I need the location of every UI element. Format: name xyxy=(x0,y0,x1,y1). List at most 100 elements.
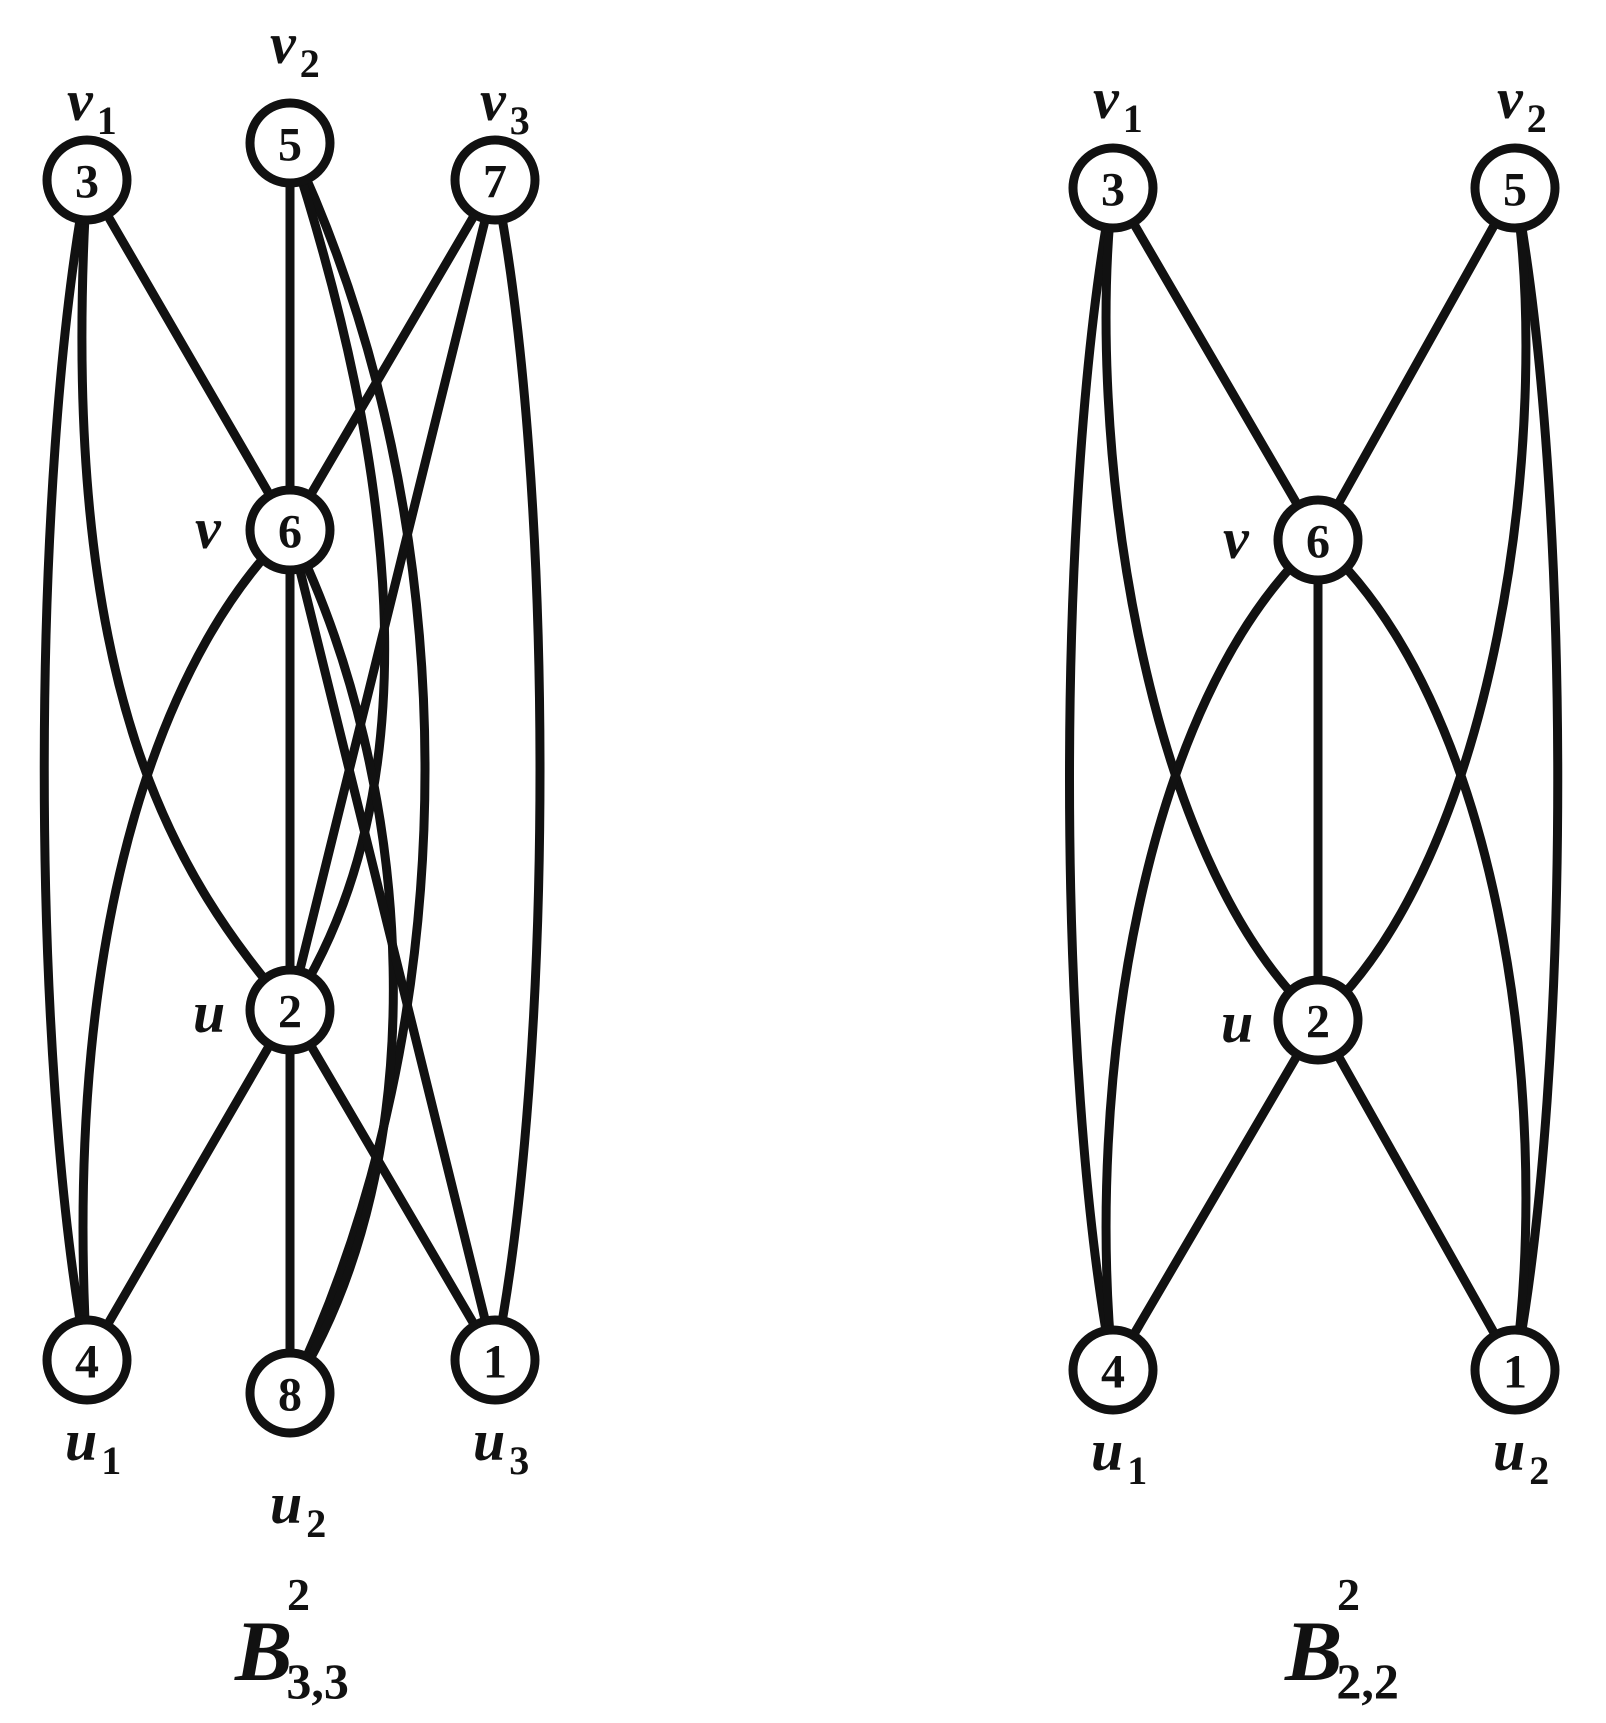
label-letter: v xyxy=(195,496,222,561)
graph2-edge-u2-u xyxy=(1313,1015,1520,1375)
label-subscript: 1 xyxy=(1123,96,1143,141)
label-subscript: 2 xyxy=(306,1501,326,1546)
graph2-vertex-u1: 4 xyxy=(1068,1325,1158,1415)
vertex-circle xyxy=(42,135,132,225)
vertex-circle xyxy=(1273,975,1363,1065)
vertex-number: 3 xyxy=(75,156,99,209)
graph1-edge-v2-u xyxy=(285,138,390,1015)
graph2-label-u: u xyxy=(1221,990,1253,1055)
vertex-circle xyxy=(245,1348,335,1438)
graph2-vertex-u: 2 xyxy=(1273,975,1363,1065)
graph2-title: B2,2 xyxy=(1284,1603,1399,1709)
graph2-edge-v1-u xyxy=(1101,183,1323,1025)
graph1-edge-v1-u1 xyxy=(39,175,92,1365)
vertex-number: 7 xyxy=(483,156,507,209)
graph1-label-v: v xyxy=(195,496,222,561)
label-letter: u xyxy=(473,1408,505,1473)
vertex-number: 2 xyxy=(278,986,302,1039)
label-letter: u xyxy=(1091,1418,1123,1483)
vertex-circle xyxy=(450,1315,540,1405)
graph1-edge-v3-u3 xyxy=(490,175,545,1365)
graph2-title-superscript: 2 xyxy=(1337,1569,1360,1620)
vertex-circle xyxy=(245,485,335,575)
graph2-edge-u1-u xyxy=(1108,1015,1323,1375)
graph1-vertex-u: 2 xyxy=(245,965,335,1055)
graph2-edge-v-u2 xyxy=(1313,535,1531,1375)
label-letter: v xyxy=(1223,506,1250,571)
vertex-circle xyxy=(1068,143,1158,233)
vertex-number: 4 xyxy=(1101,1346,1125,1399)
vertex-circle xyxy=(245,98,335,188)
graph1-vertex-v3: 7 xyxy=(450,135,540,225)
vertex-number: 5 xyxy=(1503,164,1527,217)
graph2-vertex-v2: 5 xyxy=(1470,143,1560,233)
vertex-number: 6 xyxy=(278,506,302,559)
vertex-circle xyxy=(450,135,540,225)
graph2-edge-v2-v xyxy=(1313,183,1520,545)
graph1-edge-u1-u xyxy=(82,1005,295,1365)
title-subscript: 2,2 xyxy=(1336,1653,1399,1709)
graph1-vertex-v: 6 xyxy=(245,485,335,575)
graph1-edge-v2-u2 xyxy=(285,138,430,1398)
label-letter: v xyxy=(67,68,94,133)
label-subscript: 2 xyxy=(1527,96,1547,141)
graph2-label-v: v xyxy=(1223,506,1250,571)
vertex-number: 1 xyxy=(483,1336,507,1389)
graph1-edge-v1-v xyxy=(82,175,295,535)
graph2-vertex-u2: 1 xyxy=(1470,1325,1560,1415)
graph2-vertex-v1: 3 xyxy=(1068,143,1158,233)
vertex-circle xyxy=(1470,143,1560,233)
graph1-title: B3,3 xyxy=(234,1603,349,1709)
graph2-edge-v1-u1 xyxy=(1065,183,1118,1375)
graph1-title-superscript: 2 xyxy=(287,1569,310,1620)
graph1-vertex-u2: 8 xyxy=(245,1348,335,1438)
graph1-edge-v-u3 xyxy=(285,525,500,1365)
label-letter: u xyxy=(65,1408,97,1473)
label-subscript: 2 xyxy=(300,41,320,86)
graph1-vertex-u1: 4 xyxy=(42,1315,132,1405)
title-base: B xyxy=(1284,1603,1342,1699)
label-letter: v xyxy=(270,11,297,76)
vertex-number: 4 xyxy=(75,1336,99,1389)
label-letter: u xyxy=(1493,1418,1525,1483)
label-subscript: 2 xyxy=(1529,1448,1549,1493)
graph1-edge-v-u2 xyxy=(285,525,398,1398)
label-letter: v xyxy=(480,68,507,133)
graph1-edge-u3-u xyxy=(285,1005,500,1365)
label-letter: u xyxy=(270,1471,302,1536)
graph1-label-u: u xyxy=(193,980,225,1045)
vertex-number: 6 xyxy=(1306,516,1330,569)
label-subscript: 3 xyxy=(510,98,530,143)
label-subscript: 1 xyxy=(101,1438,121,1483)
vertex-number: 2 xyxy=(1306,996,1330,1049)
title-base: B xyxy=(234,1603,292,1699)
vertex-circle xyxy=(42,1315,132,1405)
graph2-edge-v-u1 xyxy=(1101,535,1323,1375)
label-subscript: 1 xyxy=(1127,1448,1147,1493)
graph2-edge-v1-v xyxy=(1108,183,1323,545)
vertex-circle xyxy=(1068,1325,1158,1415)
label-letter: v xyxy=(1497,66,1524,131)
graph1-edge-v3-v xyxy=(285,175,500,535)
vertex-number: 1 xyxy=(1503,1346,1527,1399)
graph2-edge-v2-u2 xyxy=(1510,183,1563,1375)
graph1-edge-v-u1 xyxy=(78,525,295,1365)
label-letter: u xyxy=(193,980,225,1045)
vertex-number: 8 xyxy=(278,1369,302,1422)
graph1-vertex-v1: 3 xyxy=(42,135,132,225)
title-subscript: 3,3 xyxy=(286,1653,349,1709)
graph1-vertex-u3: 1 xyxy=(450,1315,540,1405)
vertex-circle xyxy=(245,965,335,1055)
label-subscript: 3 xyxy=(509,1438,529,1483)
